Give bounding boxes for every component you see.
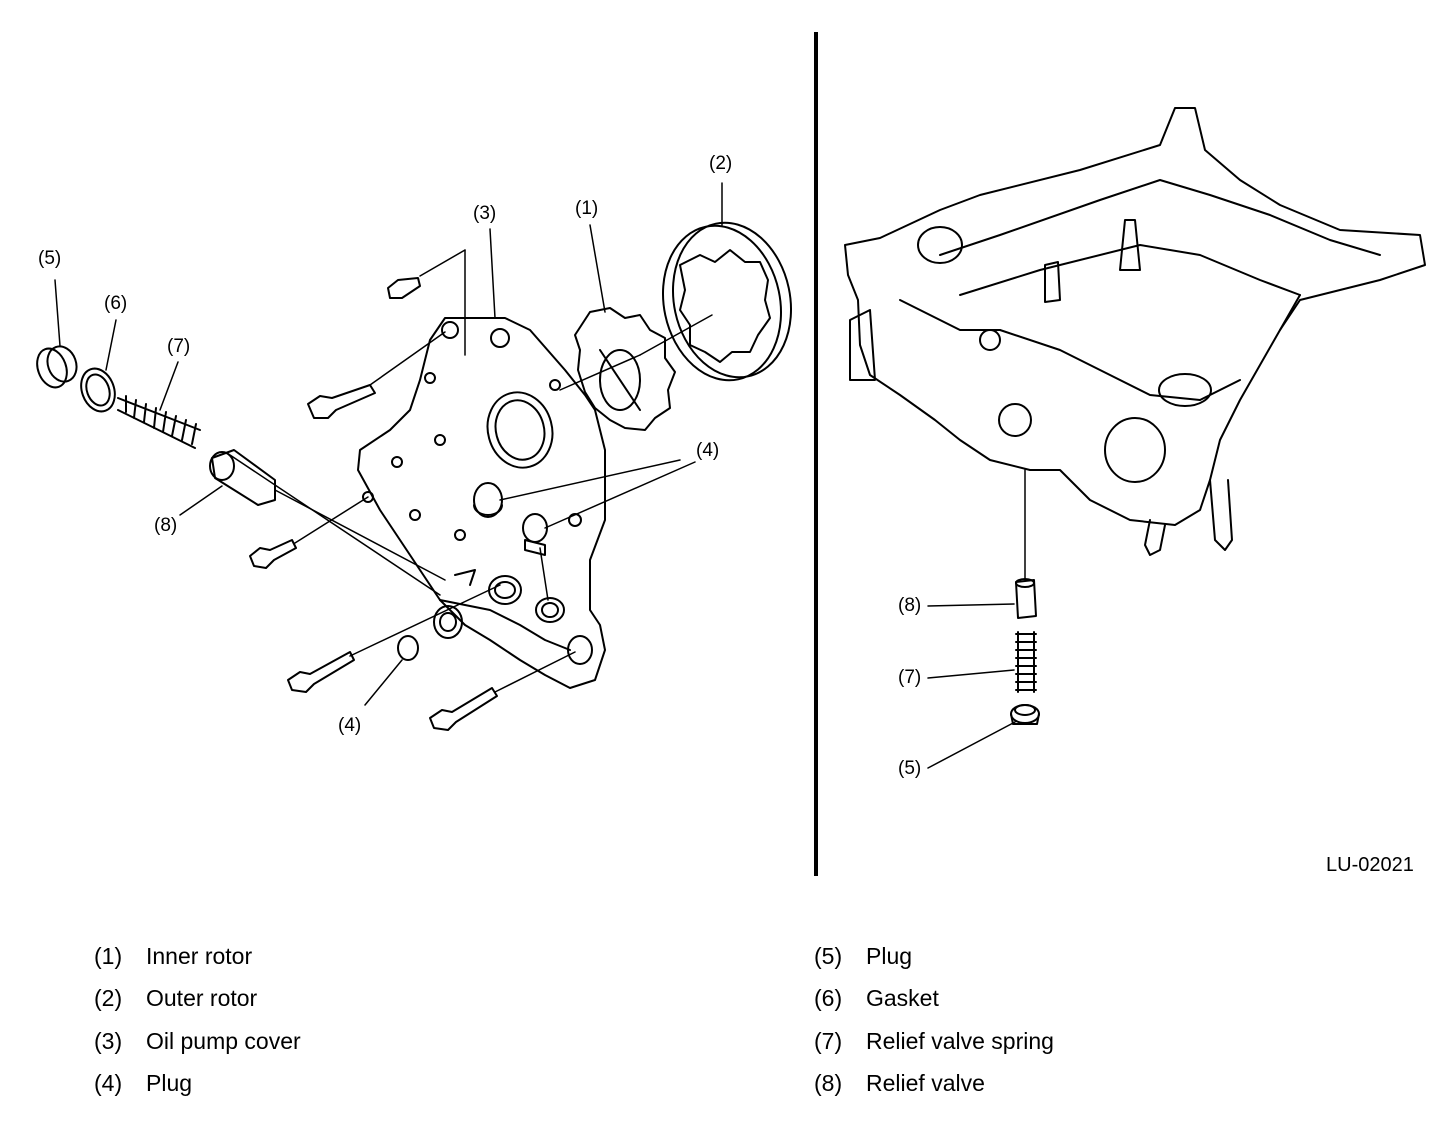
callout-5-right: (5) [898, 758, 922, 779]
cylinder-block-drawing [844, 107, 1426, 556]
legend-item: (4) Plug [94, 1063, 301, 1106]
right-leader-lines [927, 469, 1026, 769]
relief-valve-parts-drawing [36, 345, 276, 506]
legend-label: Outer rotor [146, 985, 258, 1012]
legend-right: (5) Plug (6) Gasket (7) Relief valve spring… [814, 935, 1054, 1105]
callout-8-right: (8) [898, 595, 922, 616]
legend-item: (5) Plug [814, 935, 1054, 978]
legend-number: (3) [94, 1027, 123, 1054]
legend-number: (5) [814, 942, 843, 969]
figure-code: LU-02021 [1326, 854, 1414, 876]
bolts-drawing [249, 277, 498, 731]
legend-label: Relief valve [866, 1070, 985, 1097]
legend-label: Oil pump cover [146, 1027, 301, 1054]
legend-label: Plug [146, 1070, 193, 1097]
legend-number: (6) [814, 985, 843, 1012]
legend-item: (1) Inner rotor [94, 935, 301, 978]
callout-4-upper: (4) [696, 440, 720, 461]
legend-label: Gasket [866, 985, 939, 1012]
exploded-view-drawing [36, 32, 1426, 876]
legend-number: (8) [814, 1070, 843, 1097]
legend-number: (2) [94, 985, 123, 1012]
leader-lines [54, 182, 723, 706]
plug-4-drawing [397, 482, 548, 661]
legend-left: (1) Inner rotor (2) Outer rotor (3) Oil pum… [94, 935, 301, 1105]
legend-item: (2) Outer rotor [94, 978, 301, 1021]
legend-item: (3) Oil pump cover [94, 1020, 301, 1063]
outer-rotor-drawing [661, 221, 793, 382]
legend-label: Relief valve spring [866, 1027, 1054, 1054]
legend-item: (8) Relief valve [814, 1063, 1054, 1106]
callout-8: (8) [154, 515, 178, 536]
legend-label: Plug [866, 942, 913, 969]
callout-1: (1) [575, 198, 599, 219]
callout-7-right: (7) [898, 667, 922, 688]
legend-item: (7) Relief valve spring [814, 1020, 1054, 1063]
legend-number: (4) [94, 1070, 123, 1097]
legend-number: (1) [94, 942, 123, 969]
legend-item: (6) Gasket [814, 978, 1054, 1021]
right-relief-valve-parts-drawing [1010, 578, 1040, 725]
callout-5: (5) [38, 248, 62, 269]
inner-rotor-drawing [574, 307, 676, 431]
callout-3: (3) [473, 203, 497, 224]
legend-label: Inner rotor [146, 942, 253, 969]
legend-number: (7) [814, 1027, 843, 1054]
callout-6: (6) [104, 293, 128, 314]
callout-4-lower: (4) [338, 715, 362, 736]
callout-7: (7) [167, 336, 191, 357]
callout-2: (2) [709, 153, 733, 174]
